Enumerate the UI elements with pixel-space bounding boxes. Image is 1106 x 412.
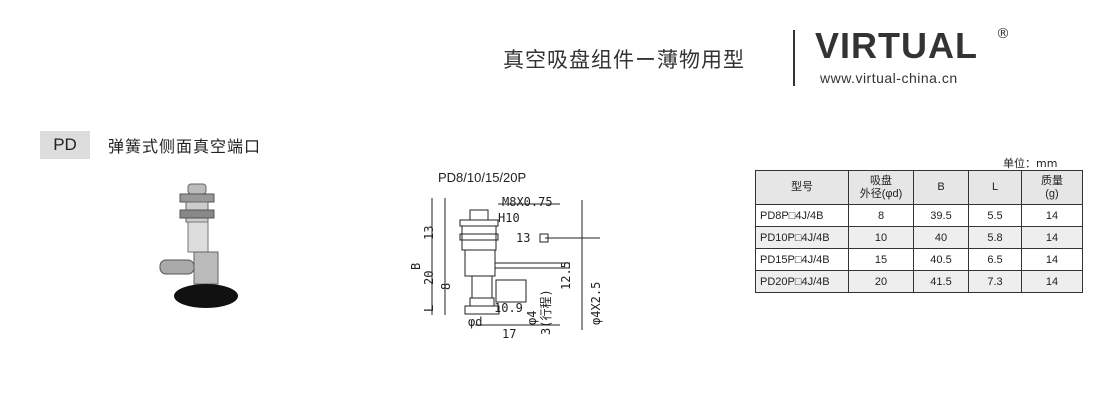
cell: 20 <box>848 270 914 293</box>
cell: 14 <box>1021 270 1083 293</box>
hex-label: H10 <box>498 211 520 225</box>
cell: 14 <box>1021 248 1083 271</box>
product-photo <box>159 183 238 308</box>
col-header-model: 型号 <box>755 170 849 205</box>
col-header-pad-diameter: 吸盘 外径(φd) <box>848 170 914 205</box>
thread-label: M8X0.75 <box>502 195 553 209</box>
dim-20: 20 <box>422 271 436 285</box>
catalog-title: 真空吸盘组件ー薄物用型 <box>503 48 745 72</box>
brand-logo: VIRTUAL <box>815 25 978 66</box>
dim-l: L <box>422 305 436 312</box>
cell: 40.5 <box>913 248 969 271</box>
cell-model: PD8P□4J/4B <box>755 204 849 227</box>
cell: 41.5 <box>913 270 969 293</box>
cell: 40 <box>913 226 969 249</box>
dimension-drawing: M8X0.75 H10 13 13 B 20 8 L 10.9 φd 17 φ4… <box>410 195 603 340</box>
cell: 7.3 <box>968 270 1022 293</box>
cell-model: PD15P□4J/4B <box>755 248 849 271</box>
dim-10-9: 10.9 <box>494 301 523 315</box>
dim-12-5: 12.5 <box>559 261 573 290</box>
cell: 8 <box>848 204 914 227</box>
cell-model: PD10P□4J/4B <box>755 226 849 249</box>
cell: 39.5 <box>913 204 969 227</box>
dim-stroke: 3(行程) <box>538 289 553 335</box>
cell: 10 <box>848 226 914 249</box>
col-header-weight: 质量 (g) <box>1021 170 1083 205</box>
cell: 14 <box>1021 226 1083 249</box>
dim-8: 8 <box>439 283 453 290</box>
header-divider <box>793 30 795 86</box>
dim-17: 17 <box>502 327 516 340</box>
cell: 5.8 <box>968 226 1022 249</box>
unit-label: 单位：mm <box>1003 157 1058 170</box>
col-header-l: L <box>968 170 1022 205</box>
dim-phi-d: φd <box>468 315 482 329</box>
drawing-title: PD8/10/15/20P <box>438 170 527 185</box>
registered-mark: ® <box>996 26 1010 42</box>
cell: 14 <box>1021 204 1083 227</box>
dim-13a: 13 <box>422 226 436 240</box>
cell: 15 <box>848 248 914 271</box>
series-code-badge: PD <box>40 131 90 159</box>
dim-b: B <box>410 263 423 270</box>
col-header-b: B <box>913 170 969 205</box>
tube-size-label: φ4X2.5 <box>589 282 603 325</box>
cell: 5.5 <box>968 204 1022 227</box>
website-url: www.virtual-china.cn <box>820 70 958 86</box>
dim-phi-4: φ4 <box>525 311 539 325</box>
dim-13b: 13 <box>516 231 530 245</box>
cell: 6.5 <box>968 248 1022 271</box>
section-title: 弹簧式侧面真空端口 <box>108 137 262 156</box>
cell-model: PD20P□4J/4B <box>755 270 849 293</box>
